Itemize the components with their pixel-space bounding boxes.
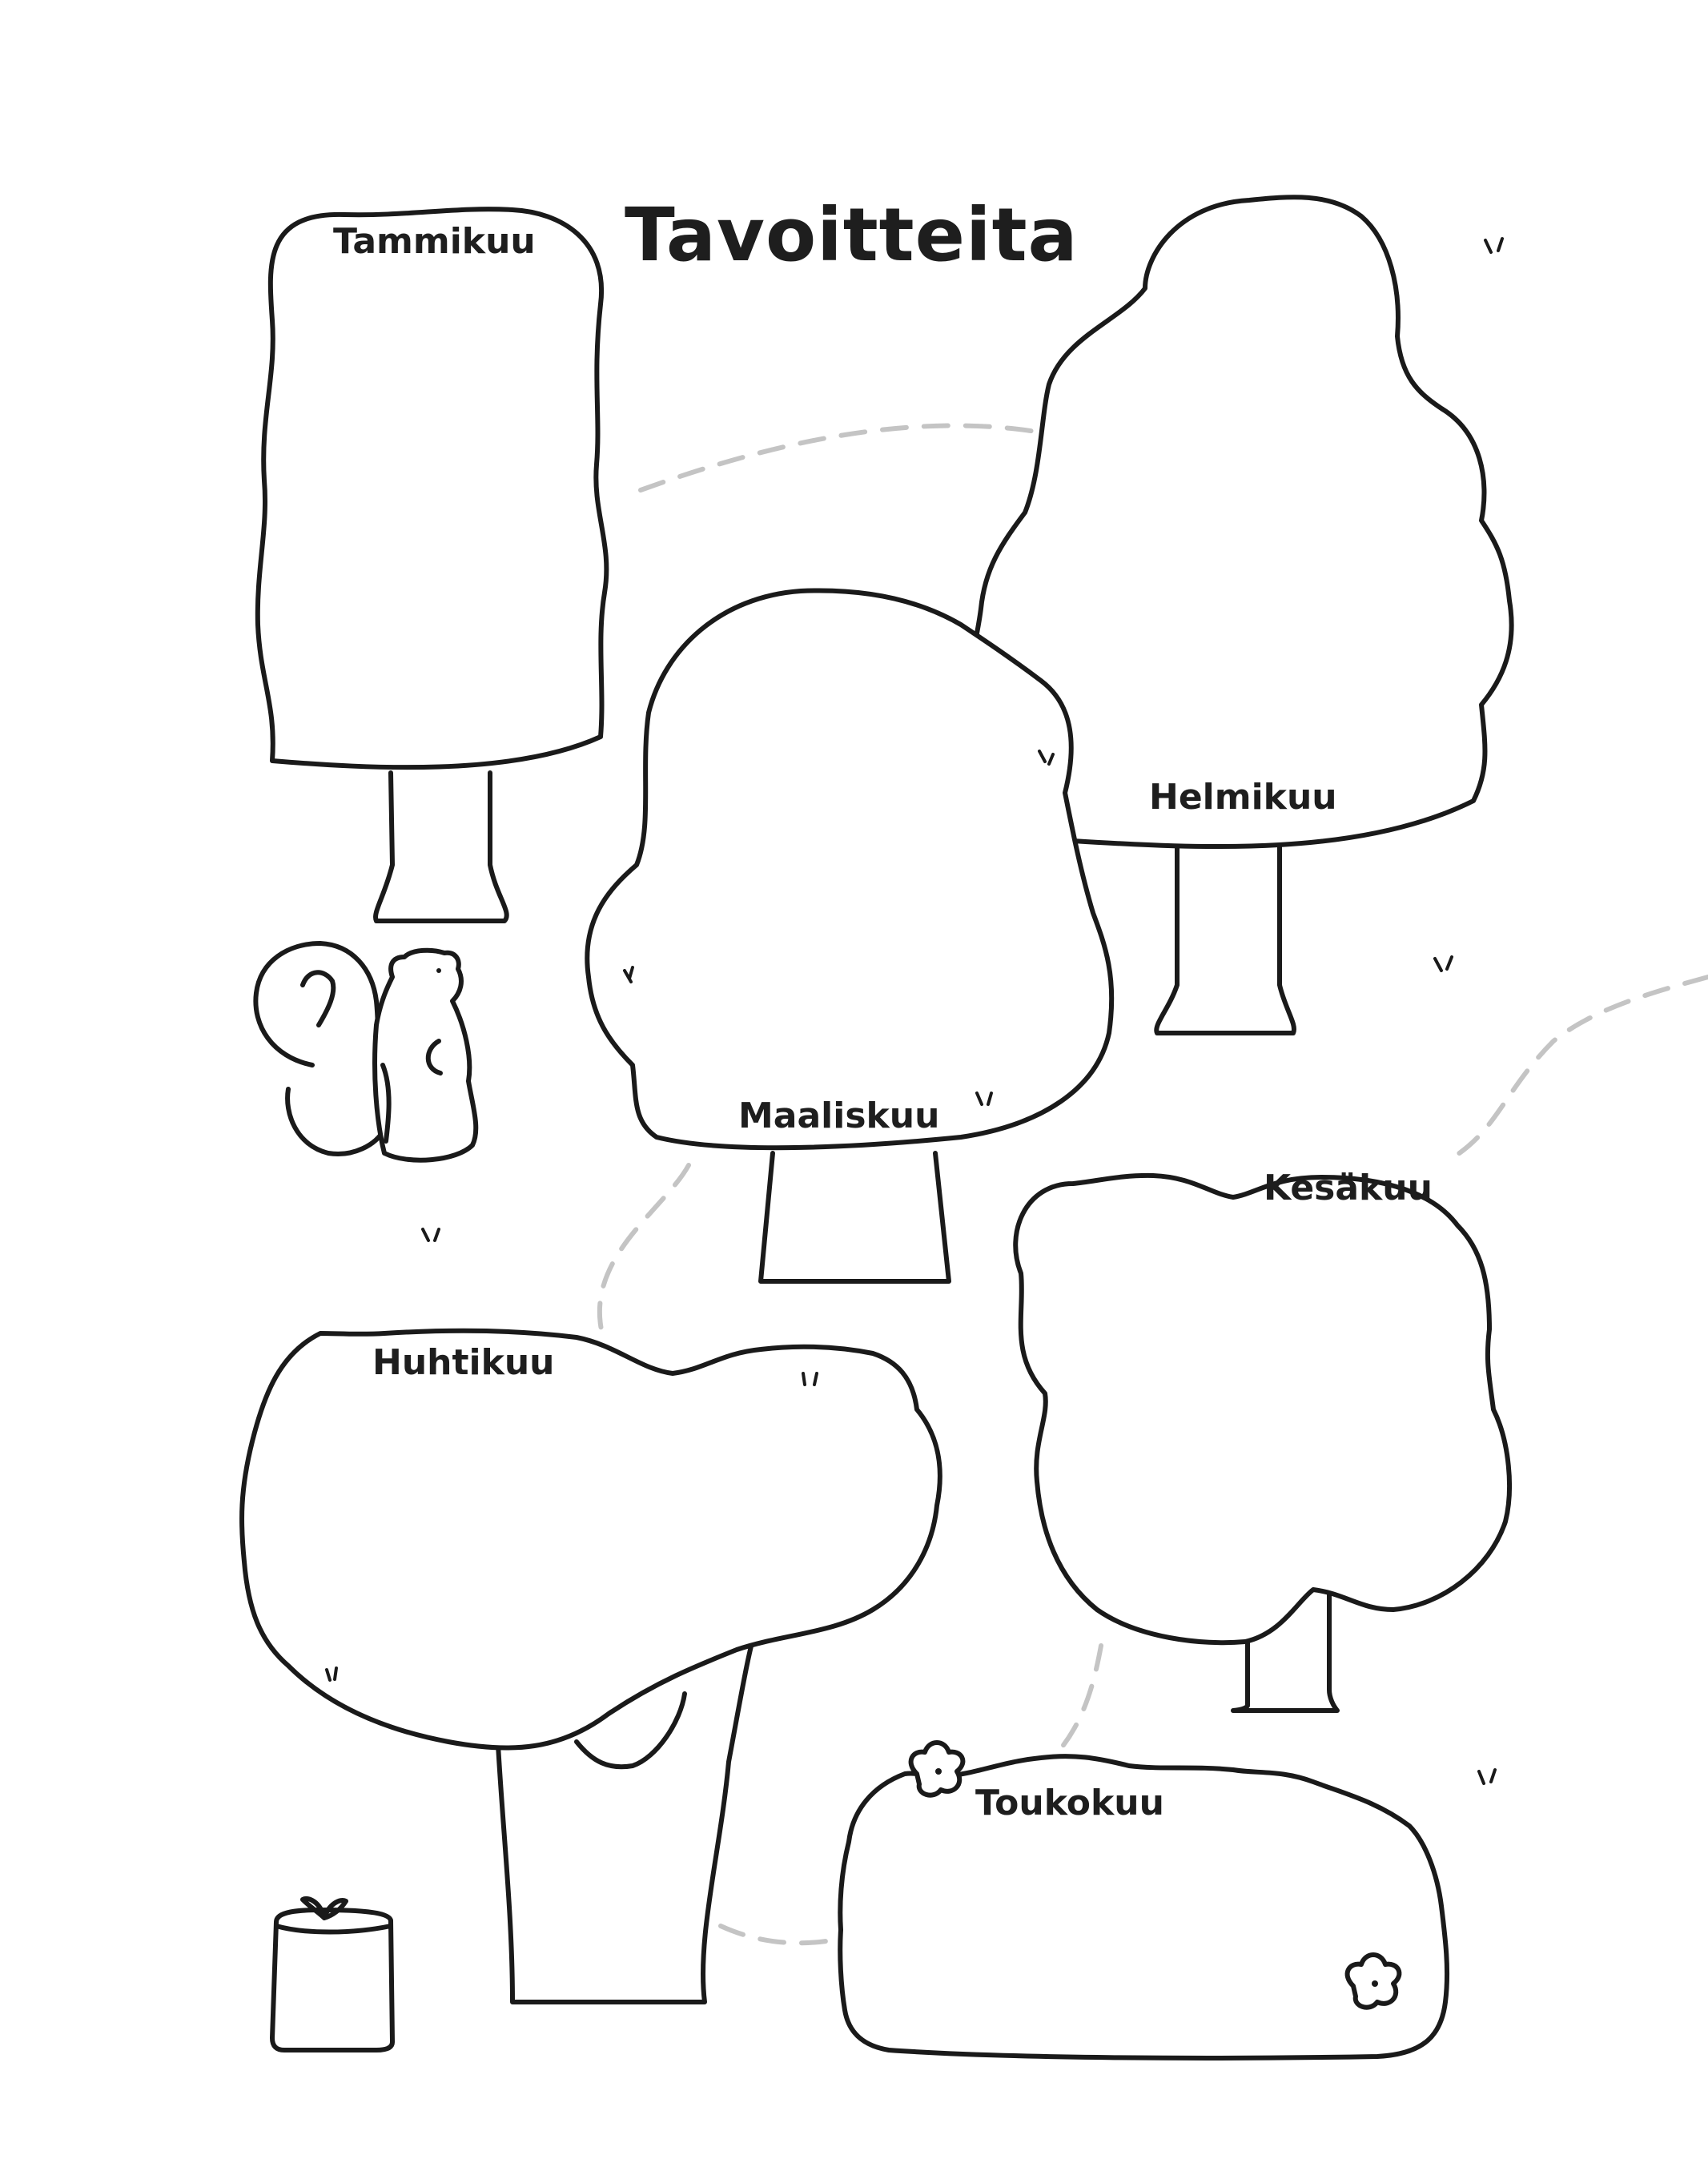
- dashed-footpath: [597, 423, 1708, 1946]
- grass-tufts: [325, 237, 1504, 1785]
- label-april: Huhtikuu: [372, 1342, 555, 1383]
- seedling-pot-drawing: [270, 1896, 395, 2052]
- tree-february: [971, 195, 1514, 1035]
- page-title: Tavoitteita: [625, 192, 1079, 278]
- bush-may: [838, 1740, 1450, 2060]
- label-may: Toukokuu: [975, 1783, 1164, 1823]
- label-june: Kesäkuu: [1264, 1168, 1433, 1208]
- tree-june: [1013, 1172, 1512, 1713]
- tree-march: [585, 588, 1115, 1284]
- squirrel-drawing: [253, 941, 479, 1163]
- label-february: Helmikuu: [1149, 777, 1337, 818]
- tree-january: [255, 207, 609, 923]
- label-january: Tammikuu: [333, 221, 536, 262]
- tree-april: [239, 1328, 942, 2004]
- label-march: Maaliskuu: [738, 1096, 940, 1136]
